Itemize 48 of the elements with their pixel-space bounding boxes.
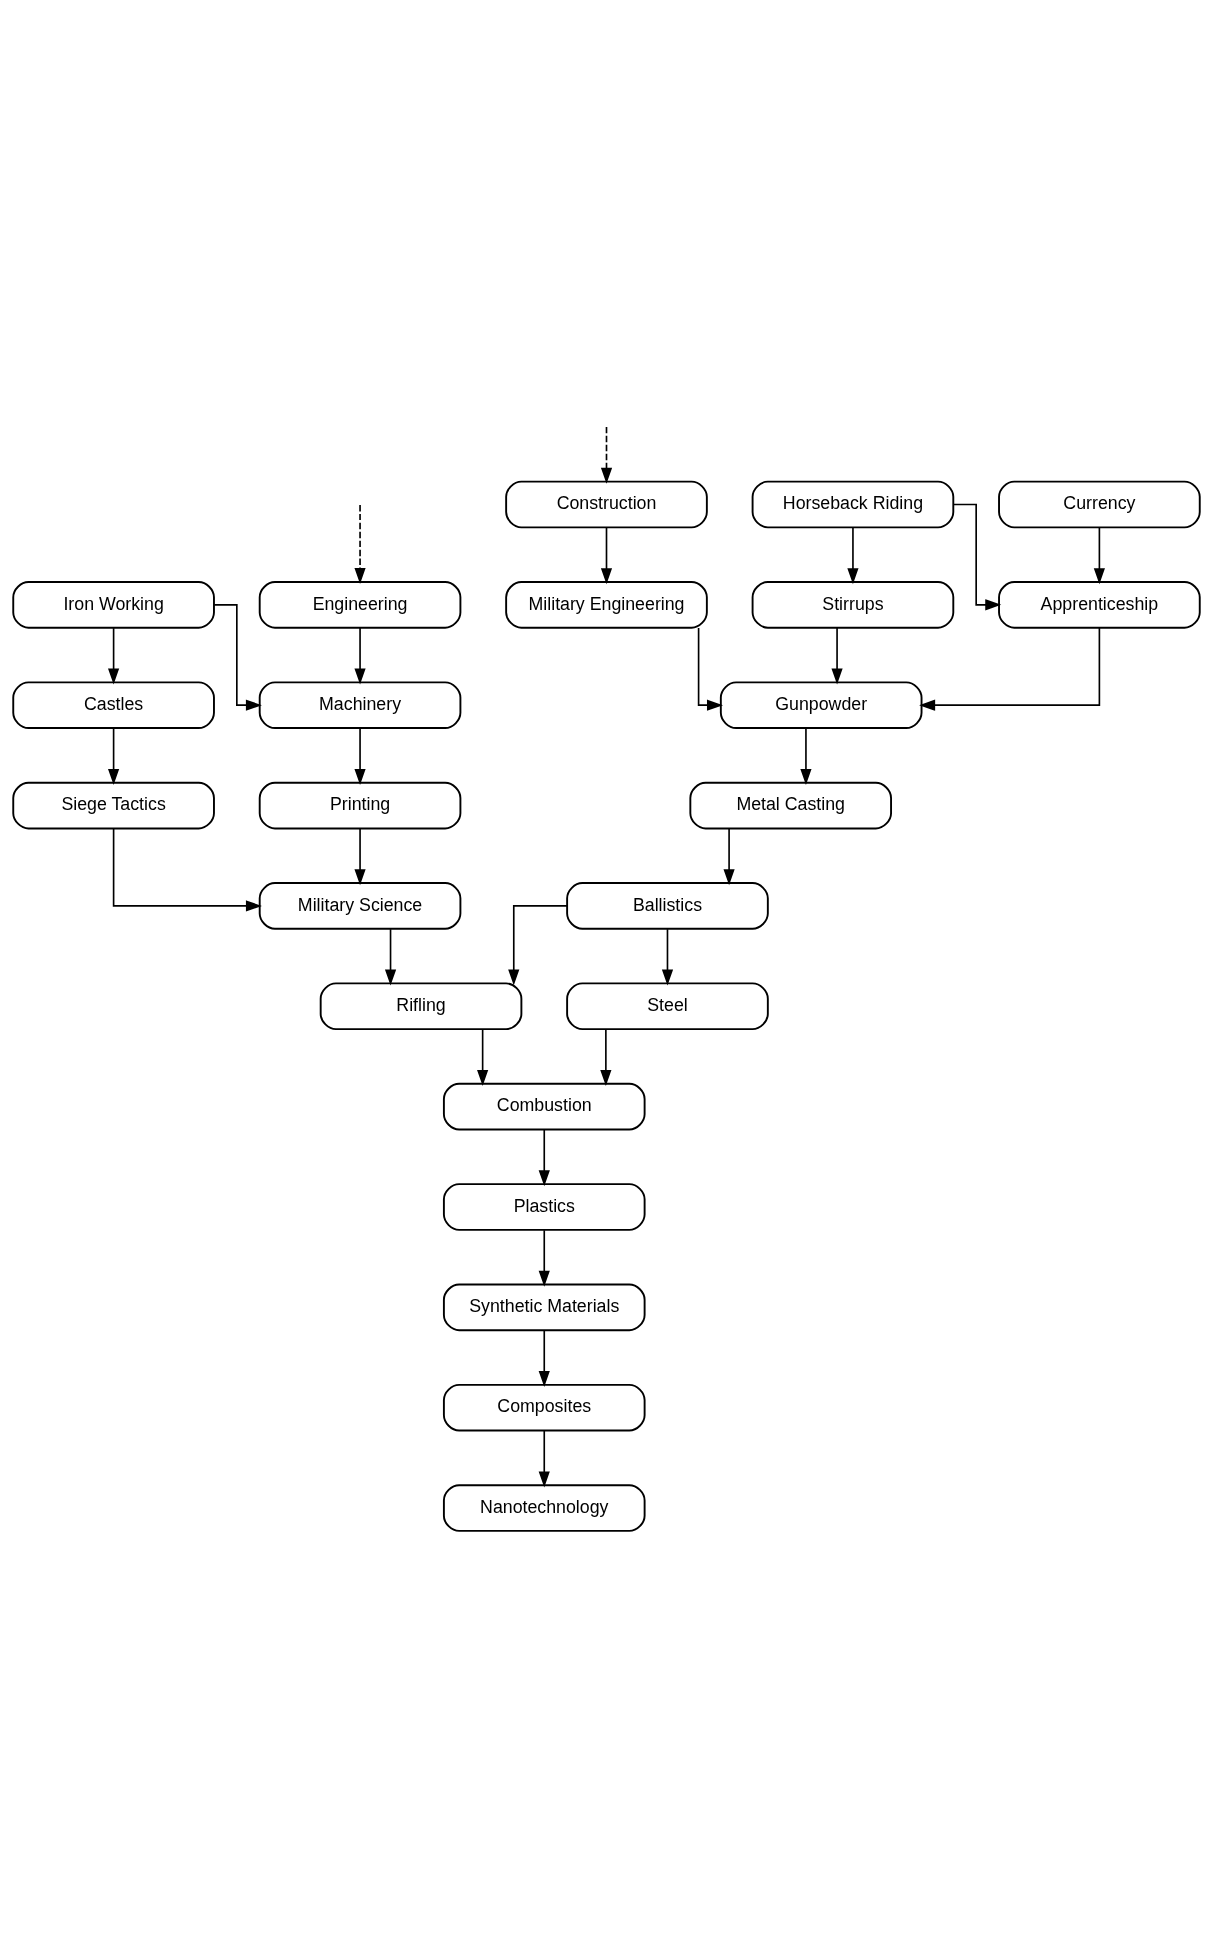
node-box: Ballistics (566, 881, 769, 930)
arrow (697, 626, 723, 711)
arrow (919, 626, 1101, 711)
node-box: Machinery (258, 680, 462, 729)
node-box: Nanotechnology (442, 1483, 646, 1532)
node-box: Steel (566, 981, 769, 1030)
node-box: Apprenticeship (998, 580, 1201, 629)
arrow (112, 827, 262, 912)
node-box: Currency (998, 480, 1201, 528)
node-box: Gunpowder (719, 680, 923, 729)
arrow (354, 503, 366, 584)
arrow (354, 827, 366, 885)
node-box: Castles (12, 680, 215, 729)
node-box: Iron Working (12, 580, 215, 629)
arrow (847, 526, 859, 584)
node-box: Military Engineering (505, 580, 708, 629)
arrow (108, 626, 120, 685)
node-box: Rifling (319, 981, 523, 1030)
node-box: Siege Tactics (12, 781, 215, 829)
arrow (538, 1128, 550, 1186)
node-box: Engineering (258, 580, 462, 629)
node-box: Construction (505, 480, 708, 528)
node-box: Plastics (442, 1182, 646, 1231)
arrow (800, 727, 812, 785)
node-box: Stirrups (751, 580, 955, 629)
arrow (600, 526, 613, 584)
arrow (354, 727, 366, 785)
arrow (108, 727, 120, 785)
arrow (831, 626, 843, 685)
arrow (1093, 526, 1105, 584)
arrow (538, 1228, 550, 1287)
node-box: Military Science (258, 881, 462, 930)
arrow (600, 425, 613, 484)
arrow (538, 1429, 550, 1487)
arrow (508, 904, 568, 985)
arrow (354, 626, 366, 685)
arrow (538, 1329, 550, 1387)
node-box: Horseback Riding (751, 480, 955, 528)
node-box: Metal Casting (689, 781, 892, 829)
arrow (477, 1028, 489, 1086)
node-box: Printing (258, 781, 462, 829)
arrow (661, 927, 674, 986)
node-box: Combustion (442, 1082, 646, 1130)
node-box: Composites (442, 1383, 646, 1431)
arrow (384, 927, 397, 986)
arrow (723, 827, 735, 885)
arrow (600, 1028, 612, 1086)
node-box: Synthetic Materials (442, 1283, 646, 1331)
